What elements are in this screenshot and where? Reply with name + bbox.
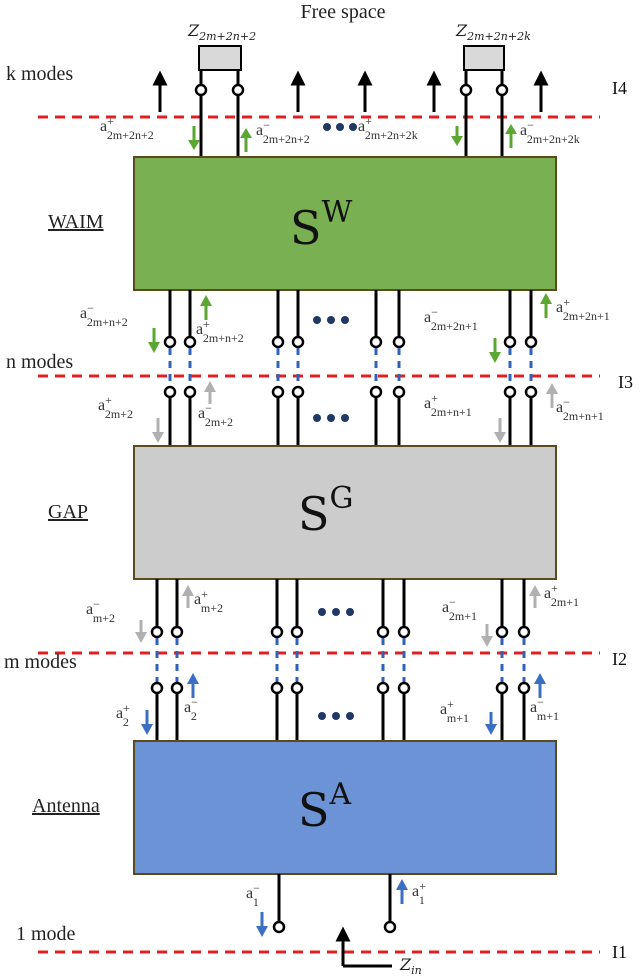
waim-label: WAIM <box>48 211 104 233</box>
n-modes-label: n modes <box>6 351 73 373</box>
waim-gap-ellipsis-dots <box>313 316 349 422</box>
amp-gap-bot-3: a−2m+1 <box>442 595 477 623</box>
k-modes-label: k modes <box>6 63 73 85</box>
waim-gap-ports <box>163 290 538 446</box>
gap-symbol: SG <box>298 481 353 541</box>
amp-ant-top-3: a+m+1 <box>440 697 469 725</box>
amp-gap-bot-2: a+m+2 <box>194 587 223 615</box>
waim-block <box>133 156 557 291</box>
m-modes-label: m modes <box>4 651 77 673</box>
gap-bottom-arrows <box>135 585 541 647</box>
gap-antenna-ellipsis-dots <box>318 608 354 720</box>
amp-mid-4: a+2m+2n+1 <box>556 295 610 323</box>
amp-gap-bot-1: a−m+2 <box>86 597 115 625</box>
amp-mid-3: a−2m+2n+1 <box>424 305 478 333</box>
amp-ant-top-2: a−2 <box>184 695 198 723</box>
waim-bottom-arrows <box>148 293 552 363</box>
amp-ant-top-4: a−m+1 <box>530 695 559 723</box>
antenna-input-port <box>272 874 397 968</box>
gap-label: GAP <box>48 501 88 523</box>
impedance-in-label: Zin <box>399 955 422 977</box>
amp-gap-top-1: a+2m+2 <box>98 393 133 421</box>
impedance-box-right <box>463 45 505 71</box>
amp-gap-top-4: a−2m+n+1 <box>556 395 604 423</box>
amp-gap-top-2: a−2m+2 <box>198 401 233 429</box>
impedance-box-left <box>198 45 242 71</box>
amp-gap-bot-4: a+2m+1 <box>544 581 579 609</box>
antenna-top-arrows <box>141 673 546 735</box>
amp-top-3: a+2m+2n+2k <box>358 114 418 142</box>
impedance-right-label: Z2m+2n+2k <box>455 21 531 43</box>
top-wave-arrows <box>188 124 517 152</box>
gap-top-arrows <box>152 381 558 443</box>
amp-mid-1: a−2m+n+2 <box>80 301 128 329</box>
interface-label-i1: I1 <box>612 942 627 962</box>
amp-ant-bot-1: a−1 <box>246 881 260 909</box>
amp-ant-top-1: a+2 <box>116 701 130 729</box>
amp-top-1: a+2m+2n+2 <box>100 114 154 142</box>
interface-label-i3: I3 <box>618 372 633 392</box>
antenna-symbol: SA <box>298 777 352 837</box>
amp-mid-2: a+2m+n+2 <box>196 317 244 345</box>
amp-top-2: a−2m+2n+2 <box>256 118 310 146</box>
free-space-label: Free space <box>301 1 386 23</box>
antenna-bottom-arrows <box>256 879 408 937</box>
gap-block <box>133 445 557 580</box>
amp-top-4: a−2m+2n+2k <box>520 118 580 146</box>
amp-ant-bot-2: a+1 <box>412 879 426 907</box>
amp-gap-top-3: a+2m+n+1 <box>424 391 472 419</box>
impedance-left-label: Z2m+2n+2 <box>187 21 256 43</box>
gap-antenna-ports <box>150 579 531 741</box>
free-space-ports <box>152 45 549 157</box>
interface-label-i2: I2 <box>612 649 627 669</box>
waim-symbol: SW <box>290 195 353 255</box>
interface-label-i4: I4 <box>612 78 627 98</box>
top-ellipsis-dots <box>323 123 357 131</box>
one-mode-label: 1 mode <box>16 923 76 945</box>
antenna-block <box>133 740 557 875</box>
antenna-label: Antenna <box>32 795 100 817</box>
